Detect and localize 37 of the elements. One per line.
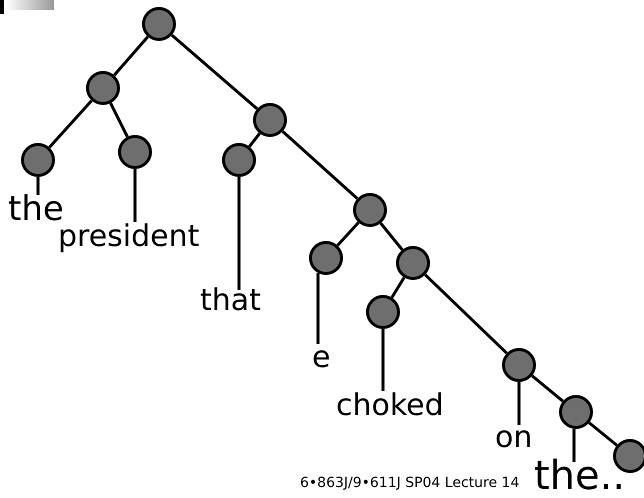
tree-branch-line [113,36,149,76]
tree-node-circle [309,241,343,275]
tree-branch-line [282,130,358,200]
tree-branch-line [134,169,136,222]
tree-branch-line [336,222,360,246]
tree-node-circle [353,193,387,227]
tree-branch-line [248,132,261,148]
tree-branch-line [380,222,404,251]
footer-text: 6•863J/9•611J SP04 Lecture 14 [300,476,520,490]
tree-branch-line [48,100,93,148]
tree-branch-line [36,177,40,195]
tree-branch-line [531,374,564,402]
tree-branch-line [382,329,384,391]
tree-node-circle [222,143,256,177]
word-label: e [312,343,330,373]
tree-node-circle [396,246,430,280]
tree-branch-line [572,428,576,462]
word-label: that [200,286,261,316]
tree-node-circle [559,395,593,429]
tree-branch-line [109,102,129,138]
word-label: choked [336,391,444,421]
tree-node-circle [118,135,152,169]
tree-node-circle [142,7,176,41]
tree-node-circle [502,348,536,382]
tree-branch-line [518,382,520,425]
tree-node-circle [21,143,55,177]
tree-node-circle [253,103,287,137]
tree-branch-line [390,276,406,298]
tree-branch-line [170,34,258,110]
word-label: on [495,423,532,453]
word-label: the.. [534,456,626,496]
tree-node-circle [366,295,400,329]
tree-branch-line [238,177,240,290]
tree-branch-line [588,422,618,446]
tree-node-circle [86,71,120,105]
tree-branch-line [316,273,320,344]
tree-branch-line [424,274,508,354]
